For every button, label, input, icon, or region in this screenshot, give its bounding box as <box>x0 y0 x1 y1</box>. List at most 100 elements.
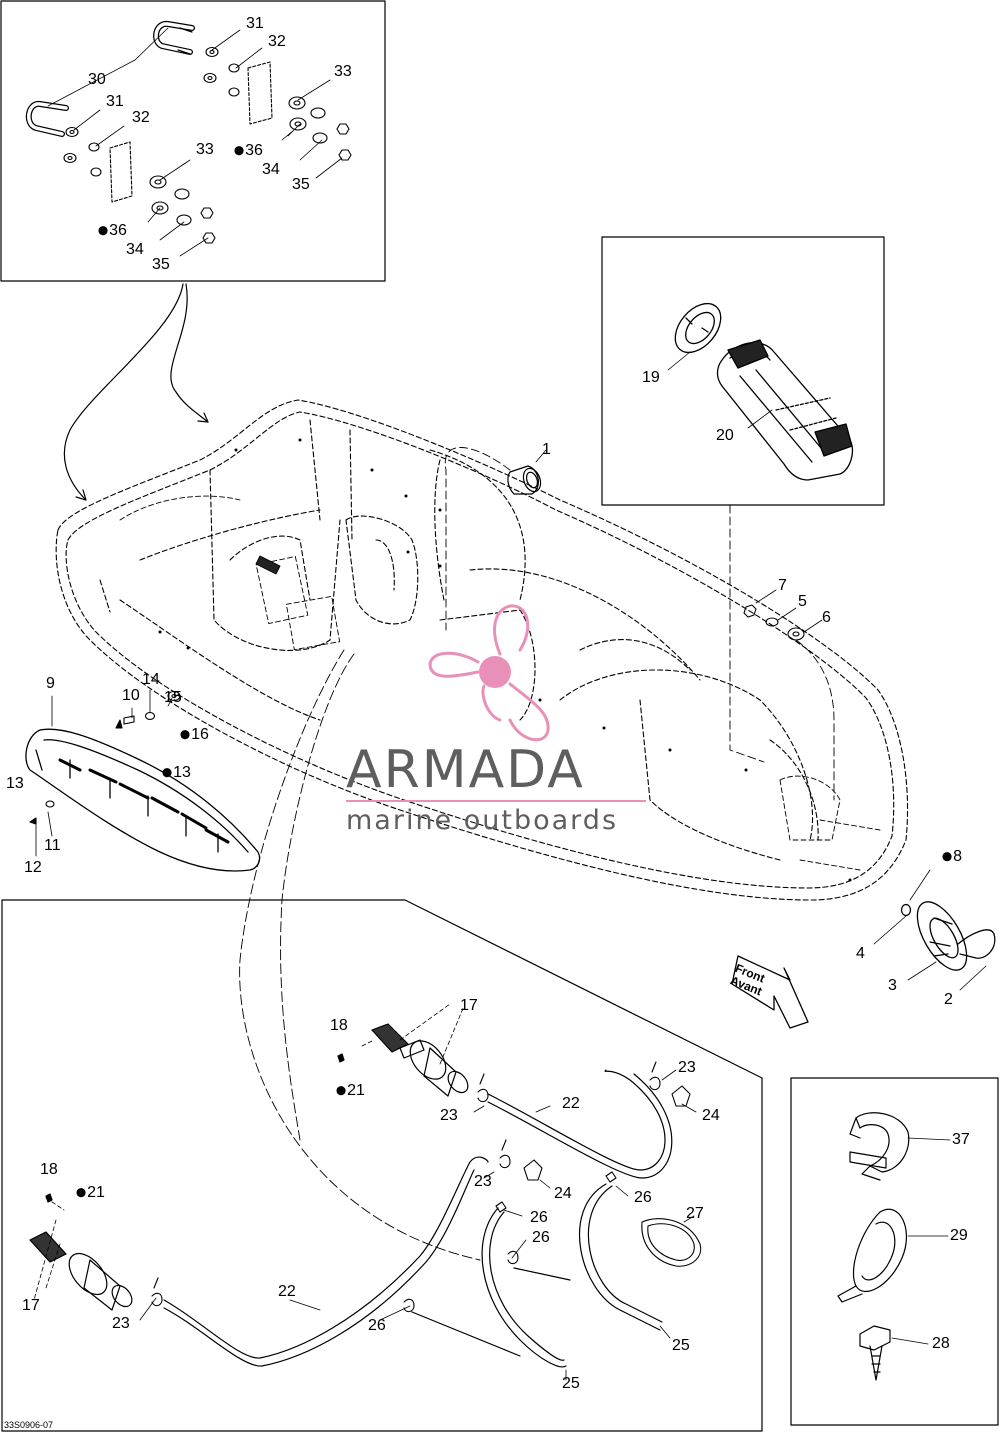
callout-number: 31 <box>246 15 264 32</box>
callout-number: 16 <box>191 726 209 743</box>
callout-31: 31 <box>246 16 264 32</box>
callout-27: 27 <box>686 1206 704 1222</box>
inset-frame-drain-system <box>1 899 763 1432</box>
callout-number: 23 <box>678 1059 696 1076</box>
callout-number: 17 <box>460 997 478 1014</box>
callout-number: 5 <box>798 593 807 610</box>
drain-plug-lower <box>29 1193 133 1311</box>
callout-number: 26 <box>532 1229 550 1246</box>
callout-25: 25 <box>672 1338 690 1354</box>
side-rail <box>25 728 261 872</box>
washers-upper <box>203 46 352 161</box>
leader-lines-bin <box>667 351 773 429</box>
front-arrow-outline <box>731 955 809 1029</box>
callout-26: 26 <box>634 1190 652 1206</box>
brand-logo <box>428 604 550 742</box>
arrowhead <box>197 412 209 423</box>
leader-arrow-right <box>170 283 209 423</box>
inset-frame-bracket-hardware <box>0 0 386 282</box>
leader-arrow-left <box>63 283 184 501</box>
callout-number: 7 <box>778 577 787 594</box>
callout-29: 29 <box>950 1228 968 1244</box>
callout-number: 35 <box>152 256 170 273</box>
sealant-drop-icon: ⬤ <box>336 1085 347 1095</box>
callout-17: 17 <box>460 998 478 1014</box>
callout-9: 9 <box>46 676 55 692</box>
storage-bin <box>716 339 854 481</box>
sealant-drop-icon: ⬤ <box>234 145 245 155</box>
callout-number: 25 <box>672 1337 690 1354</box>
leader-lines-top <box>47 27 343 257</box>
callout-number: 33 <box>334 63 352 80</box>
callout-24: 24 <box>702 1108 720 1124</box>
callout-23: 23 <box>474 1174 492 1190</box>
callout-21: ⬤21 <box>76 1184 105 1201</box>
u-bolt-lower <box>25 101 69 137</box>
callout-number: 27 <box>686 1205 704 1222</box>
callout-23: 23 <box>440 1108 458 1124</box>
callout-26: 26 <box>530 1210 548 1226</box>
callout-14: 14 <box>142 672 160 688</box>
callout-20: 20 <box>716 428 734 444</box>
callout-23: 23 <box>678 1060 696 1076</box>
callout-16: ⬤16 <box>180 726 209 743</box>
leader-lines-hoses <box>139 1069 697 1381</box>
hull-components <box>119 495 881 871</box>
leader-lines-rail <box>35 689 173 857</box>
hose-dash-left <box>280 653 355 1141</box>
callout-number: 21 <box>87 1184 105 1201</box>
leader-line <box>535 449 547 463</box>
callout-number: 22 <box>562 1095 580 1112</box>
callout-3: 3 <box>888 978 897 994</box>
callout-number: 34 <box>126 241 144 258</box>
callout-32: 32 <box>132 110 150 126</box>
callout-number: 14 <box>142 671 160 688</box>
callout-number: 4 <box>856 945 865 962</box>
callout-37: 37 <box>952 1132 970 1148</box>
hull-dots <box>158 438 852 882</box>
cable-clamp <box>849 1112 910 1181</box>
callout-number: 36 <box>245 142 263 159</box>
u-bolt-upper <box>153 20 195 55</box>
callout-number: 9 <box>46 675 55 692</box>
sealant-drop-icon: ⬤ <box>98 225 109 235</box>
bow-eye <box>900 901 996 971</box>
callout-15: 15 <box>164 690 182 706</box>
callout-number: 29 <box>950 1227 968 1244</box>
callout-31: 31 <box>106 94 124 110</box>
callout-13: ⬤13 <box>162 764 191 781</box>
callout-number: 26 <box>368 1317 386 1334</box>
callout-34: 34 <box>262 162 280 178</box>
callout-number: 17 <box>22 1297 40 1314</box>
callout-number: 2 <box>944 991 953 1008</box>
callout-number: 18 <box>330 1017 348 1034</box>
callout-number: 21 <box>347 1082 365 1099</box>
watermark-brand: ARMADA <box>346 740 585 800</box>
callout-number: 37 <box>952 1131 970 1148</box>
sealant-drop-icon: ⬤ <box>942 851 953 861</box>
inset-frame-storage-bin <box>601 236 885 506</box>
callout-7: 7 <box>778 578 787 594</box>
callout-28: 28 <box>932 1336 950 1352</box>
callout-35: 35 <box>152 257 170 273</box>
callout-21: ⬤21 <box>336 1082 365 1099</box>
hull-body <box>55 399 909 901</box>
watermark-tagline: marine outboards <box>346 805 619 836</box>
callout-number: 15 <box>164 689 182 706</box>
leader-lines-washers <box>755 589 823 633</box>
callout-number: 13 <box>173 764 191 781</box>
leader-lines-clips <box>891 1137 951 1345</box>
leader-lines-bow <box>873 869 987 991</box>
callout-number: 23 <box>474 1173 492 1190</box>
watermark-rule <box>346 800 646 802</box>
callout-number: 25 <box>562 1375 580 1392</box>
leader-lines-drain <box>33 1003 465 1301</box>
callout-35: 35 <box>292 177 310 193</box>
callout-number: 23 <box>112 1315 130 1332</box>
callout-number: 23 <box>440 1107 458 1124</box>
callout-number: 36 <box>109 222 127 239</box>
push-rivet <box>859 1325 891 1381</box>
callout-13: 13 <box>6 776 24 792</box>
washer-drop-line <box>795 639 835 801</box>
